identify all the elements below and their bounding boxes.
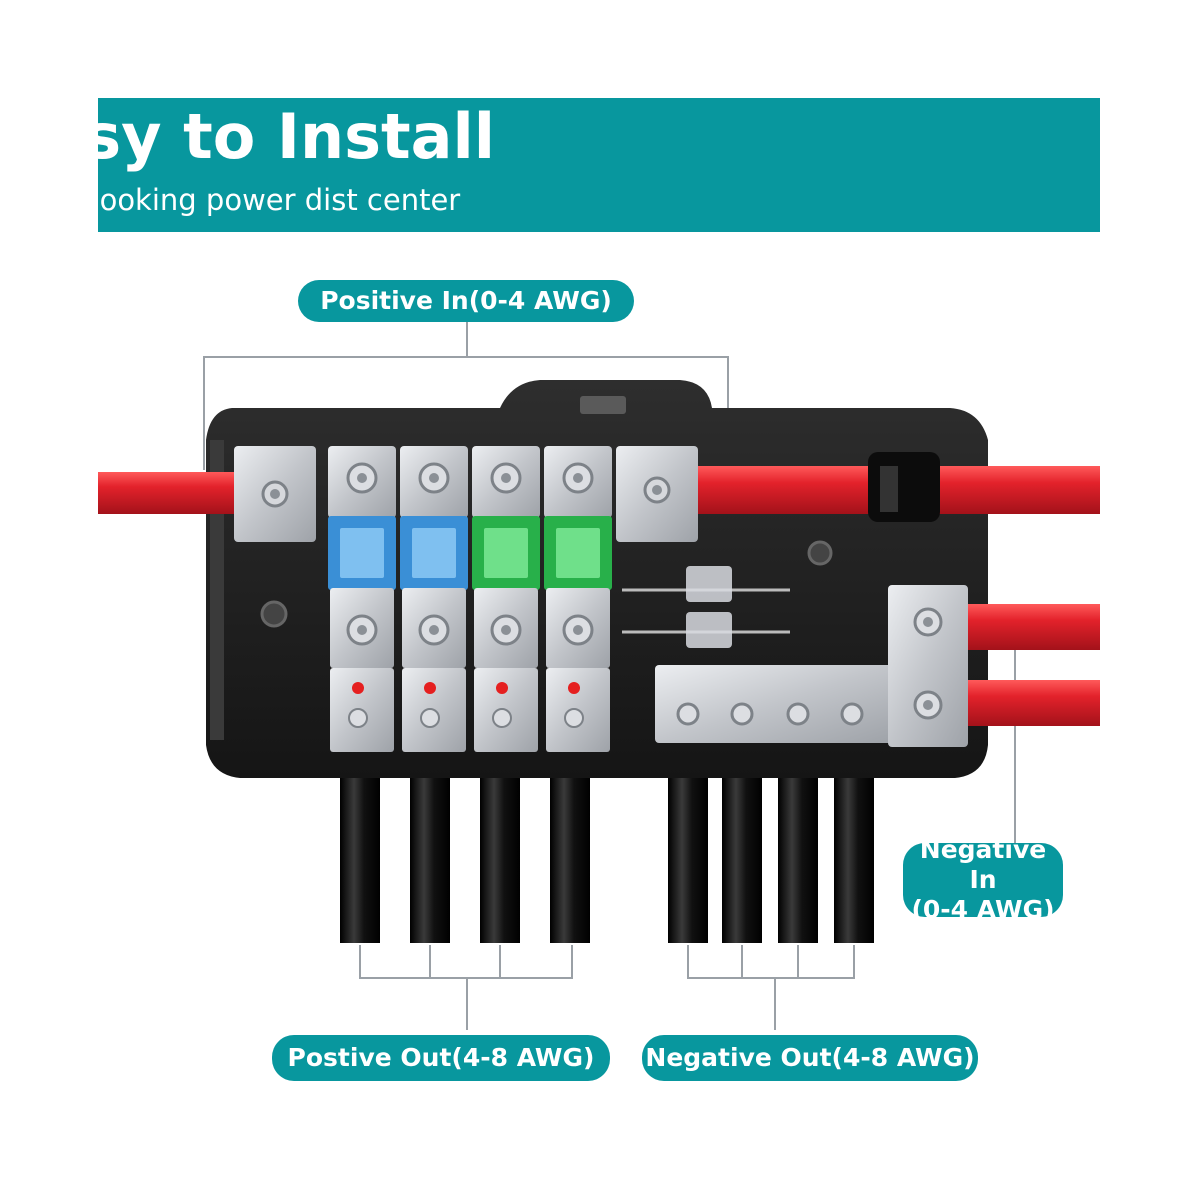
led-indicator-icon: [424, 682, 436, 694]
negative-in-terminal: [888, 585, 968, 747]
fuse-column-3: [472, 446, 540, 752]
negative-in-cable-bottom: [950, 680, 1100, 726]
led-indicator-icon: [496, 682, 508, 694]
fuse-column-4: [544, 446, 612, 752]
negative-in-label-line2: (0-4 AWG): [911, 895, 1055, 924]
fuse-column-1: [328, 446, 396, 752]
positive-in-cable-left: [98, 472, 238, 514]
page-subtitle: Clean looking power dist center: [0, 183, 461, 217]
led-indicator-icon: [568, 682, 580, 694]
led-indicator-icon: [352, 682, 364, 694]
mount-hole-icon: [260, 600, 288, 628]
positive-out-label: Postive Out(4-8 AWG): [272, 1035, 610, 1081]
positive-in-label: Positive In(0-4 AWG): [298, 280, 634, 322]
negative-in-cable-top: [950, 604, 1100, 650]
header-banner: [98, 98, 1100, 232]
page-title: Easy to Install: [0, 100, 496, 173]
housing-edge: [210, 440, 224, 740]
negative-in-label-line1: Negative In: [919, 835, 1047, 894]
negative-out-label: Negative Out(4-8 AWG): [642, 1035, 978, 1081]
housing-slot: [580, 396, 626, 414]
spare-fuse-icon: [686, 612, 732, 648]
mount-hole-icon: [807, 540, 833, 566]
cable-clamp: [868, 452, 940, 522]
negative-bus-bar: [655, 665, 893, 743]
spare-fuse-icon: [686, 566, 732, 602]
spare-fuses: [622, 566, 790, 648]
negative-in-label: Negative In (0-4 AWG): [903, 835, 1063, 924]
fuse-column-2: [400, 446, 468, 752]
